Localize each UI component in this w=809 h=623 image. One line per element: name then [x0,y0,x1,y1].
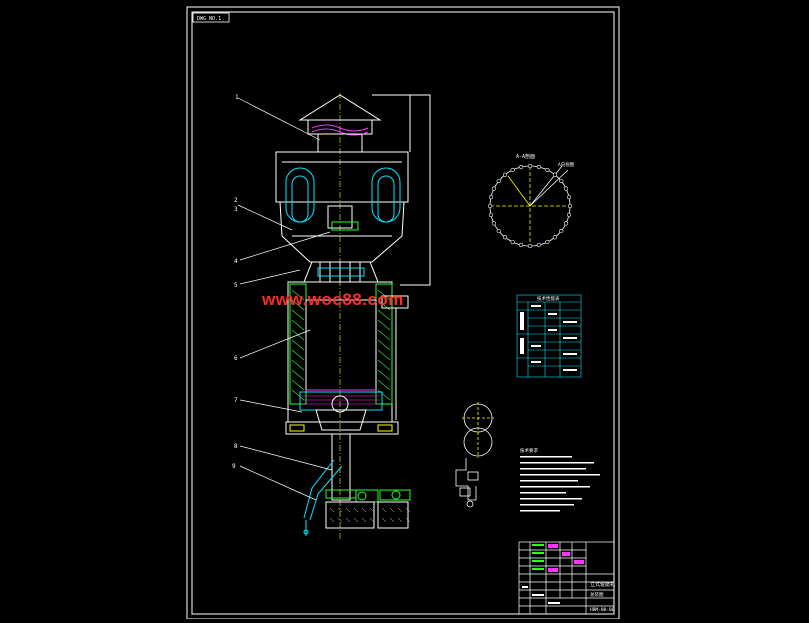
bolt-hole [563,186,569,191]
leader-lines [237,97,333,501]
leader-label-9: 9 [232,463,236,470]
circle-view-title: A-A剖面 [516,153,535,160]
bolt-hole [559,178,564,184]
spec-table-title: 技术性能表 [537,295,560,302]
spec-table [516,294,582,378]
title-block-code: HRM-00-00 [590,607,615,613]
bolt-hole [496,178,501,184]
bolt-hole [491,186,497,191]
bolt-hole [559,228,564,234]
separator-hood [298,94,431,286]
leader-label-3: 3 [234,206,238,213]
bolt-hole [518,164,524,170]
bolt-hole [488,212,494,217]
leader-label-6: 6 [234,355,238,362]
spec-table-fills [520,305,577,371]
leader-label-5: 5 [234,282,238,289]
bolt-hole [545,167,550,173]
mill-body [287,281,409,423]
bolt-hole [563,221,569,226]
classifier-rotor [303,261,379,283]
title-block-marks [522,544,584,604]
bolt-hole [552,172,558,177]
bolt-hole [567,203,573,209]
bolt-hole [510,239,515,245]
bolt-hole [566,212,572,217]
bolt-circle-view [489,165,571,247]
bolt-hole [552,235,558,240]
bolt-hole [527,243,533,249]
bolt-hole [487,203,493,209]
leader-label-7: 7 [234,397,238,404]
leader-label-2: 2 [234,197,238,204]
bolt-hole [491,221,497,226]
notes-title: 技术要求 [520,447,538,454]
bolt-hole [502,172,508,177]
bolt-hole [536,242,542,248]
bolt-hole [496,228,501,234]
leader-label-4: 4 [234,258,238,265]
circle-view-angle: A向视图 [558,161,575,168]
leader-label-1: 1 [235,94,239,101]
bolt-hole [545,239,550,245]
separator-housing [275,151,409,263]
notes-lines [520,456,600,512]
title-block-sub: 总装图 [590,591,604,598]
site-watermark: www.woc88.com [262,290,404,309]
title-block-name: 立式辊磨机 [590,581,615,588]
bolt-hole [510,167,515,173]
gear-detail-view [455,402,494,508]
leader-label-8: 8 [234,443,238,450]
bolt-hole [502,235,508,240]
reducer-base [303,433,411,536]
grinding-table [285,391,399,435]
bolt-hole [488,195,494,200]
corner-stamp-text: DWG NO.1 [197,16,221,22]
bolt-hole [566,195,572,200]
bolt-holes [487,163,573,249]
title-block [518,541,615,615]
corner-stamp: DWG NO.1 [192,12,230,23]
bolt-hole [527,163,533,169]
bolt-hole [536,164,542,170]
leader-labels: 1 2 3 4 5 6 7 8 9 [232,94,239,470]
bolt-hole [518,242,524,248]
